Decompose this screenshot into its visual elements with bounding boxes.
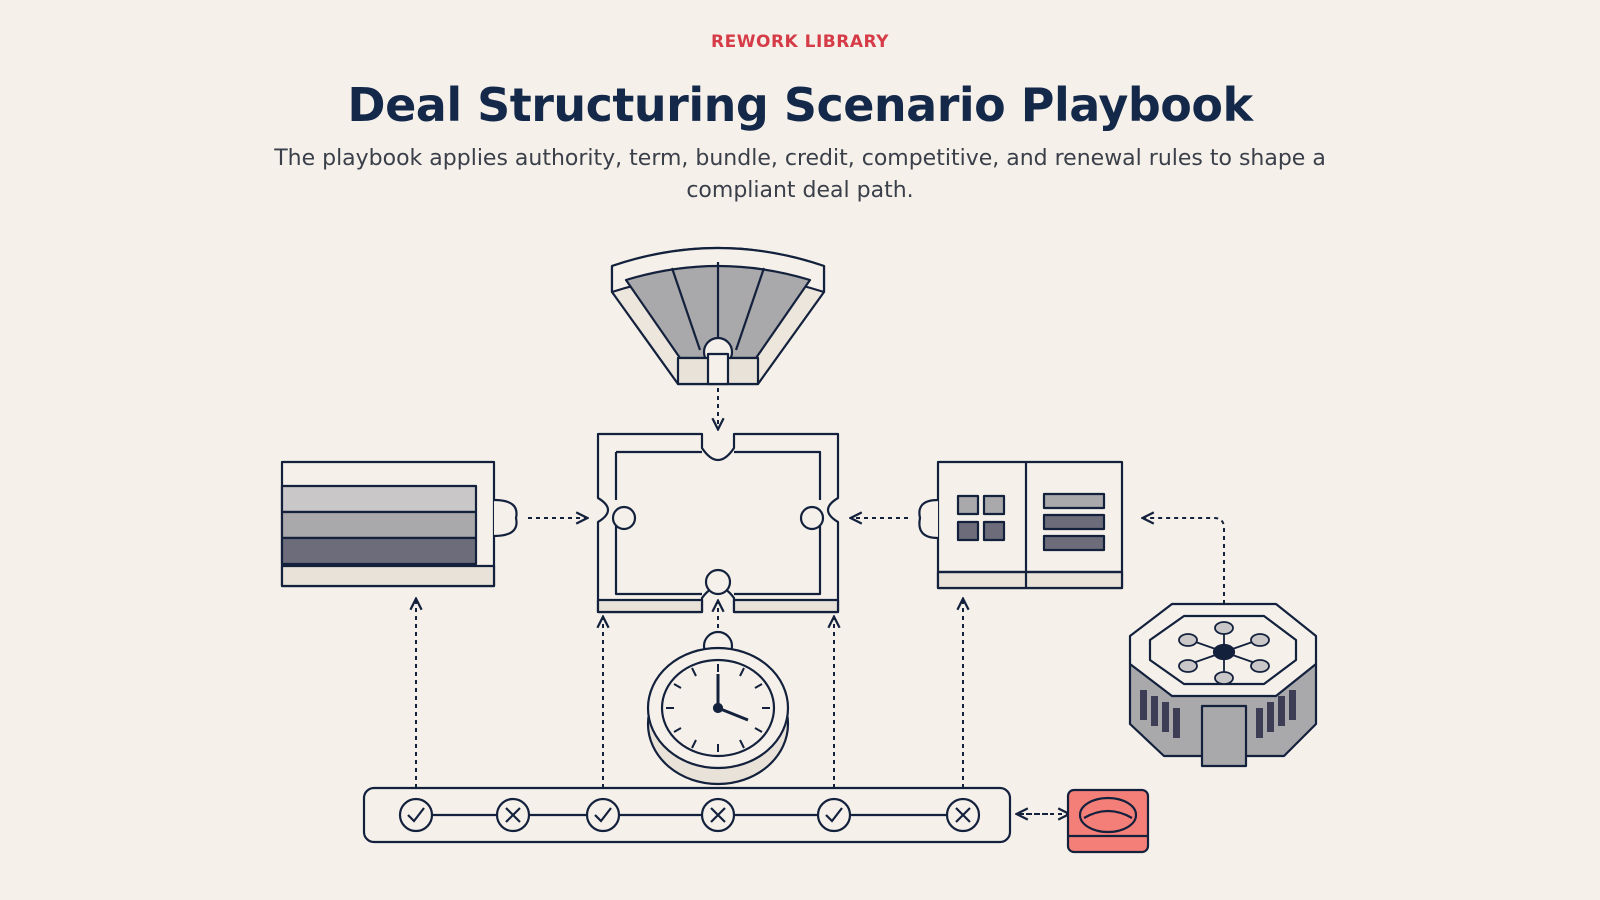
page-subtitle: The playbook applies authority, term, bu…	[274, 146, 1326, 203]
track-mark-check	[398, 797, 434, 833]
eyebrow-label: REWORK LIBRARY	[711, 32, 889, 52]
octagon-network-hub-icon	[1128, 602, 1318, 768]
track-mark-cross	[945, 797, 981, 833]
grid-list-panel-icon	[918, 460, 1124, 590]
check-cross-track-icon	[362, 786, 1012, 844]
arrow-hub-to-panel	[1144, 518, 1225, 604]
track-mark-check	[816, 797, 852, 833]
puzzle-frame-icon	[596, 432, 840, 614]
track-mark-cross	[495, 797, 531, 833]
fan-gauge-icon	[610, 246, 826, 386]
page-title: Deal Structuring Scenario Playbook	[347, 78, 1253, 132]
push-button-icon	[1066, 788, 1150, 854]
layered-bars-icon	[280, 460, 518, 588]
track-mark-check	[585, 797, 621, 833]
stopwatch-icon	[646, 630, 790, 786]
track-mark-cross	[700, 797, 736, 833]
